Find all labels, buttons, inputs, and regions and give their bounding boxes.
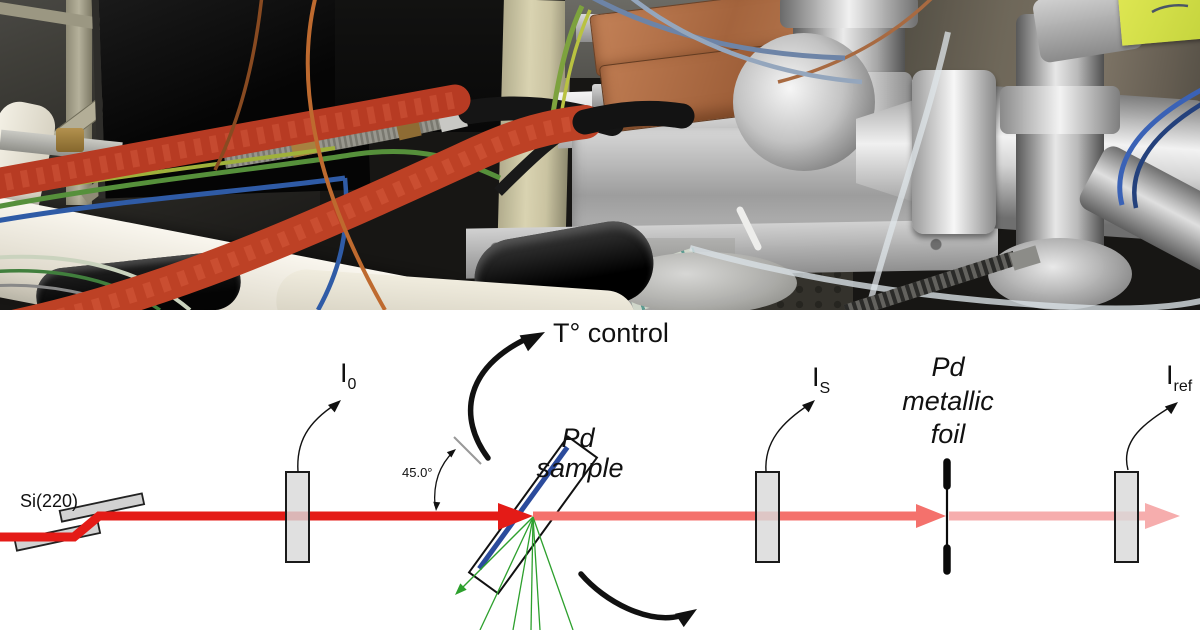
fluorescence-ray	[479, 516, 534, 630]
photo-bottom-flange-right	[988, 238, 1132, 310]
detector-iref	[1114, 471, 1139, 563]
photo-cables-overlay	[0, 0, 1200, 310]
angle-arc-arrowhead-bottom	[433, 501, 441, 511]
lower-cable-arrowhead	[675, 609, 697, 628]
photo-left-brass-nut	[56, 128, 84, 152]
angle-value-label: 45.0°	[402, 465, 433, 480]
foil-label-line1: Pd	[931, 352, 965, 382]
beam-arrow-exit	[1145, 503, 1180, 529]
foil-label: Pd metallic foil	[902, 352, 994, 449]
photo-thin-orange-wires	[213, 0, 933, 310]
sample-film-stripe	[477, 445, 570, 571]
foil-label-line2: metallic	[902, 386, 994, 416]
fluorescence-ray	[457, 516, 534, 593]
detector-label-is: IS	[812, 362, 830, 397]
photo-elbow-top-flange	[780, 0, 918, 28]
sample-label: Pd sample	[536, 423, 623, 483]
photo-threaded-rod	[843, 245, 1041, 310]
xray-beam	[0, 503, 1180, 542]
temp-control-cable	[467, 335, 531, 461]
photo-red-cables	[0, 84, 695, 310]
angle-annotation: 45.0°	[402, 436, 482, 511]
is-leader-arrowhead	[801, 400, 815, 413]
angle-arc-arrowhead-top	[446, 449, 456, 458]
detector-i0	[285, 471, 310, 563]
i0-leader-arrowhead	[327, 400, 341, 413]
sample-plane-reference-line	[453, 436, 482, 465]
beam-arrow-at-sample	[498, 503, 533, 530]
i0-leader-line	[297, 403, 337, 473]
fluorescence-ray	[532, 516, 574, 630]
photo-tube-clamp-ring	[912, 70, 996, 234]
beamline-photo	[0, 0, 1200, 311]
detector-annotations: I0 IS Iref	[297, 358, 1193, 473]
detector-label-i0: I0	[340, 358, 357, 393]
fluorescence-ray	[512, 516, 534, 630]
lower-cable	[578, 571, 683, 621]
iref-leader-line	[1125, 405, 1173, 471]
photo-clear-tubes	[592, 0, 1200, 310]
beamline-schematic: 45.0° T° control I0 IS	[0, 310, 1200, 630]
fluorescence-rays	[455, 516, 574, 630]
photo-white-rod	[736, 206, 762, 251]
angle-arc	[433, 450, 455, 507]
is-leader-line	[765, 403, 811, 473]
foil-label-line3: foil	[931, 419, 967, 449]
sample-label-line2: sample	[536, 453, 623, 483]
iref-leader-arrowhead	[1164, 402, 1178, 415]
monochromator-label: Si(220)	[20, 491, 78, 511]
fluorescence-ray	[530, 516, 534, 630]
sample-lower-cable	[578, 571, 697, 628]
detector-label-iref: Iref	[1166, 360, 1193, 395]
sample-label-line1: Pd	[561, 423, 595, 453]
fluorescence-ray	[532, 516, 541, 630]
detector-is	[755, 471, 780, 563]
photo-sticky-scribble	[1151, 4, 1189, 14]
temp-control-label: T° control	[553, 318, 669, 348]
temperature-control: T° control	[467, 318, 669, 461]
beam-arrow-at-foil	[916, 504, 946, 528]
temp-control-arrowhead	[519, 332, 545, 352]
photo-vertical-tube-clamp	[1000, 86, 1120, 134]
fluorescence-arrowhead	[455, 583, 467, 595]
